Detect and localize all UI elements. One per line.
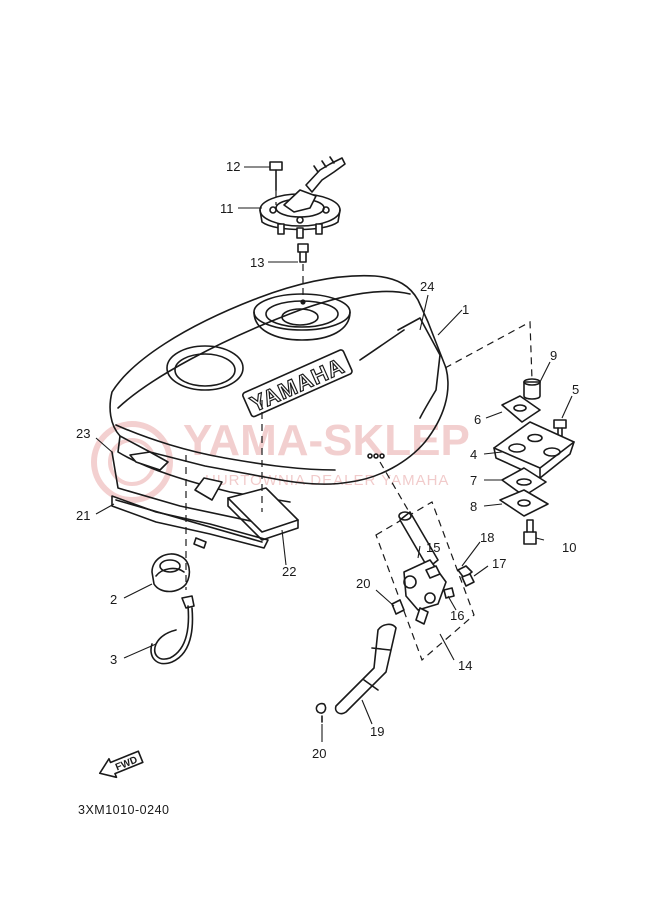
- part-label-3: 3: [110, 652, 117, 667]
- fuel-hose: [315, 599, 405, 723]
- part-label-6: 6: [474, 412, 481, 427]
- part-label-24: 24: [420, 279, 434, 294]
- part-label-7: 7: [470, 473, 477, 488]
- part-label-21: 21: [76, 508, 90, 523]
- rubber-cap-and-band: [150, 455, 195, 665]
- part-label-12: 12: [226, 159, 240, 174]
- part-label-15: 15: [426, 540, 440, 555]
- part-label-18: 18: [480, 530, 494, 545]
- part-label-5: 5: [572, 382, 579, 397]
- pads: [111, 451, 299, 549]
- part-label-11: 11: [220, 201, 234, 216]
- fwd-label: FWD: [114, 755, 139, 774]
- fuel-cap-assembly: [259, 156, 346, 305]
- part-label-4: 4: [470, 447, 477, 462]
- part-label-17: 17: [492, 556, 506, 571]
- watermark: YAMA-SKLEP HURTOWNIA DEALER YAMAHA: [91, 416, 470, 503]
- part-labels: 12 11 13 24 1 9 5 6 4 7 8 10 18 15 17 20…: [76, 159, 579, 761]
- petcock-assembly: [375, 461, 475, 662]
- drawing-code: 3XM1010-0240: [78, 803, 169, 817]
- part-label-23: 23: [76, 426, 90, 441]
- part-label-2: 2: [110, 592, 117, 607]
- watermark-title: YAMA-SKLEP: [183, 416, 470, 465]
- forward-arrow-icon: FWD: [98, 750, 144, 779]
- leader-lines: [95, 166, 573, 742]
- bracket-assembly: [444, 321, 575, 545]
- part-label-10: 10: [562, 540, 576, 555]
- part-label-14: 14: [458, 658, 472, 673]
- part-label-8: 8: [470, 499, 477, 514]
- watermark-subtitle: HURTOWNIA DEALER YAMAHA: [205, 472, 449, 489]
- part-label-9: 9: [550, 348, 557, 363]
- watermark-logo-icon: [91, 421, 173, 503]
- part-label-19: 19: [370, 724, 384, 739]
- part-label-16: 16: [450, 608, 464, 623]
- part-label-1: 1: [462, 302, 469, 317]
- part-label-13: 13: [250, 255, 264, 270]
- yamaha-emblem: YAMAHA: [242, 349, 353, 417]
- part-label-20-upper: 20: [356, 576, 370, 591]
- part-label-22: 22: [282, 564, 296, 579]
- part-label-20-lower: 20: [312, 746, 326, 761]
